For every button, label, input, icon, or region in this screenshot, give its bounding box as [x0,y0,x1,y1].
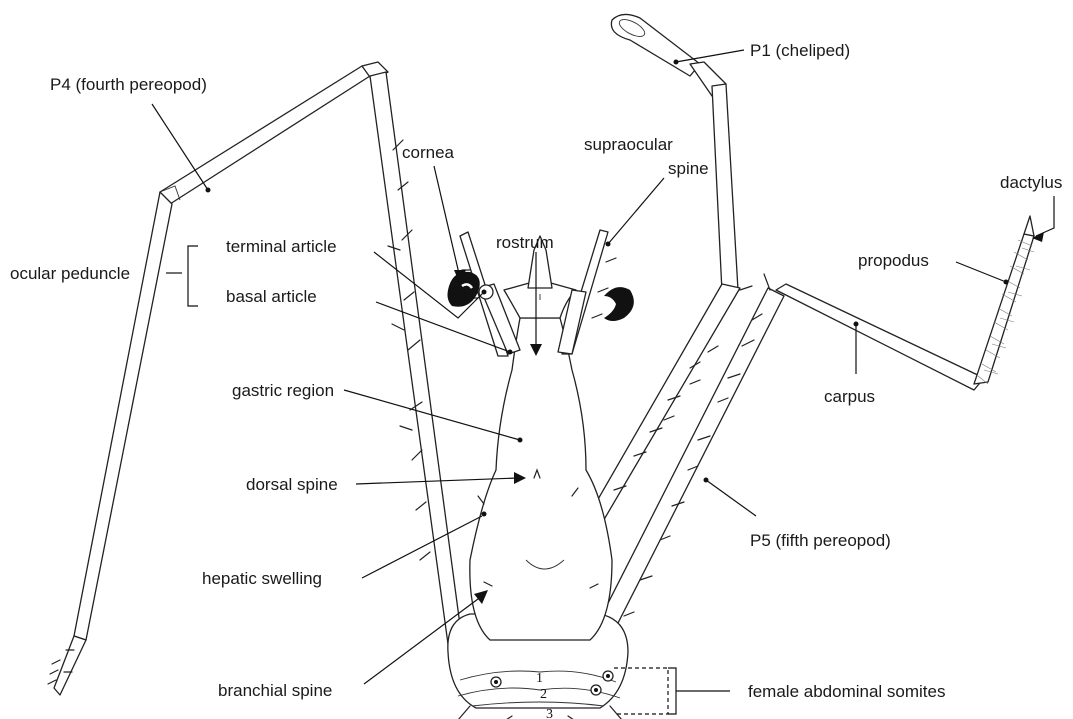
label-carpus: carpus [824,387,875,406]
label-p5: P5 (fifth pereopod) [750,531,891,550]
label-dorsal-spine: dorsal spine [246,475,338,494]
label-p1: P1 (cheliped) [750,41,850,60]
label-dactylus: dactylus [1000,173,1062,192]
label-female-abdominal-somites: female abdominal somites [748,682,945,701]
label-p4: P4 (fourth pereopod) [50,75,207,94]
carapace [448,236,628,708]
somite-3: 3 [546,707,553,719]
label-rostrum: rostrum [496,233,554,252]
label-supraocular-1: supraocular [584,135,673,154]
label-basal-article: basal article [226,287,317,306]
label-hepatic-swelling: hepatic swelling [202,569,322,588]
label-cornea: cornea [402,143,455,162]
crab-illustration: 1 2 3 [48,14,1034,719]
somite-1: 1 [536,671,543,686]
p4-leg [48,62,462,695]
label-terminal-article: terminal article [226,237,337,256]
label-branchial-spine: branchial spine [218,681,332,700]
cornea-right-shape [604,287,634,321]
somite-2: 2 [540,687,547,702]
label-ocular-peduncle: ocular peduncle [10,264,130,283]
label-supraocular-2: spine [668,159,709,178]
label-propodus: propodus [858,251,929,270]
p1-cheliped [578,14,752,540]
label-gastric-region: gastric region [232,381,334,400]
